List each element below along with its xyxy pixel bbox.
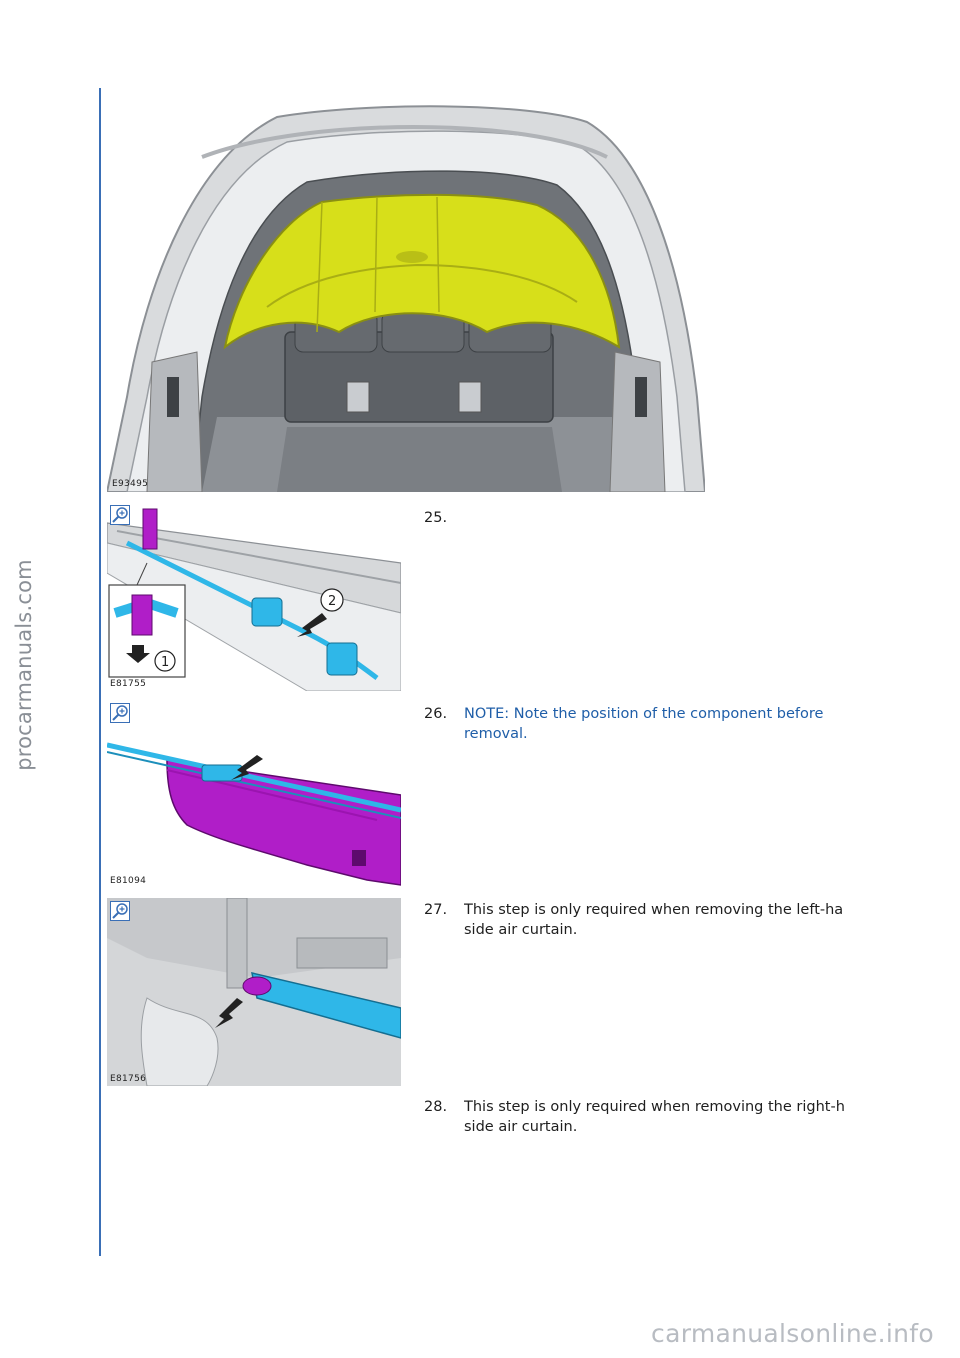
step-25-illustration: 2 1 E81755 <box>107 503 401 691</box>
side-watermark-text: procarmanuals.com <box>12 559 37 771</box>
figure-code: E93495 <box>112 479 149 489</box>
callout-1: 1 <box>161 655 169 670</box>
step-number: 25. <box>424 510 448 526</box>
step-text-line-1: This step is only required when removing… <box>464 902 844 918</box>
zoom-magnifier-icon[interactable] <box>110 703 130 723</box>
footer-watermark: carmanualsonline.info <box>651 1319 934 1348</box>
main-illustration: E93495 <box>107 97 705 492</box>
step-27-illustration: E81756 <box>107 898 401 1086</box>
step-26-illustration: E81094 <box>107 700 401 888</box>
step-number: 26. <box>424 706 448 722</box>
left-curtain-fixing-drawing <box>107 898 401 1086</box>
step-text-line-2: side air curtain. <box>464 1119 578 1135</box>
step-number: 28. <box>424 1099 448 1115</box>
step-text-line-1: This step is only required when removing… <box>464 1099 845 1115</box>
zoom-magnifier-icon[interactable] <box>110 901 130 921</box>
side-watermark: procarmanuals.com <box>4 555 44 775</box>
curtain-clip-position-drawing <box>107 700 401 888</box>
callout-2: 2 <box>328 594 336 609</box>
step-number: 27. <box>424 902 448 918</box>
air-curtain-clips-drawing: 2 1 <box>107 503 401 691</box>
vehicle-interior-drawing <box>107 97 705 492</box>
margin-rule <box>99 88 101 1256</box>
figure-code: E81756 <box>110 1074 147 1084</box>
figure-code: E81755 <box>110 679 147 689</box>
figure-code: E81094 <box>110 876 147 886</box>
zoom-magnifier-icon[interactable] <box>110 505 130 525</box>
step-text-line-2: side air curtain. <box>464 922 578 938</box>
step-note-text: NOTE: Note the position of the component… <box>464 706 824 742</box>
